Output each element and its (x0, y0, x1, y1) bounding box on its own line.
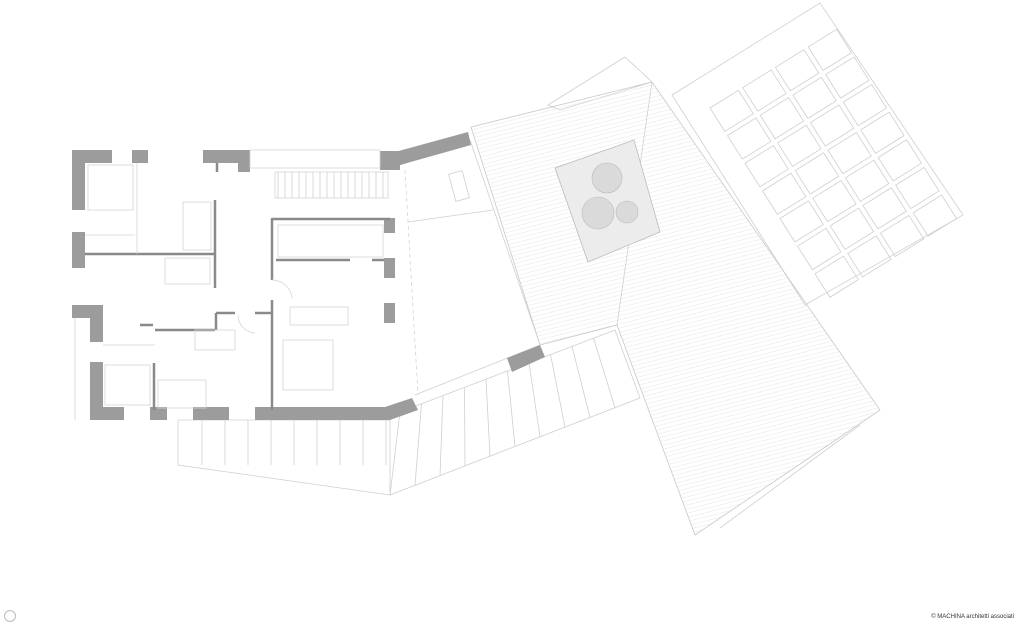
solar-panel-cell (860, 111, 905, 154)
solar-panel-cell (794, 152, 840, 195)
pergola-beam (414, 403, 422, 486)
solar-panel-cell (844, 159, 890, 202)
solar-panel-cell (847, 235, 892, 278)
solar-panel-cell (895, 166, 940, 210)
pergola-beam (507, 370, 516, 447)
exterior-walls (72, 132, 545, 420)
furniture (74, 149, 389, 420)
solar-panel-cell (809, 104, 855, 147)
interior-walls (85, 163, 390, 410)
solar-panel-cell (814, 255, 859, 298)
solar-panel-cell (777, 124, 822, 167)
solar-panel-cell (759, 97, 805, 140)
solar-panel-cell (912, 194, 958, 237)
solar-panel-cell (726, 117, 772, 160)
pergola-beam (439, 395, 444, 476)
pergola-beam (464, 387, 466, 466)
solar-panel-cell (812, 179, 857, 223)
pergola-beam (485, 379, 491, 457)
pergola-beam (571, 346, 591, 418)
solar-panel-cell (742, 69, 787, 112)
solar-panel-cell (792, 76, 837, 119)
solar-panel-cell (744, 145, 789, 188)
roof-terrace (554, 139, 661, 263)
solar-panel-cell (829, 207, 875, 250)
solar-panel-cell (709, 89, 754, 133)
solar-panel-cell (761, 172, 807, 215)
solar-panel-cell (877, 139, 923, 182)
pergola-beam (550, 354, 566, 428)
copyright-credit: © MACHINA architetti associati (931, 614, 1014, 620)
solar-panel-cell (796, 227, 842, 271)
solar-panel-cell (842, 83, 888, 127)
north-arrow-icon (4, 610, 16, 622)
solar-panel-cell (862, 187, 907, 230)
solar-panel-cell (879, 214, 925, 258)
solar-panel-cell (774, 49, 820, 92)
pergola-south (177, 419, 391, 496)
solar-panel-cell (779, 200, 824, 243)
solar-panel-cell (807, 28, 853, 71)
solar-panel-array (671, 2, 964, 306)
pergola-beam (593, 338, 616, 408)
solar-panel-cell (827, 131, 872, 175)
solar-panel-cell (825, 56, 870, 99)
pergola-beam (528, 362, 541, 437)
